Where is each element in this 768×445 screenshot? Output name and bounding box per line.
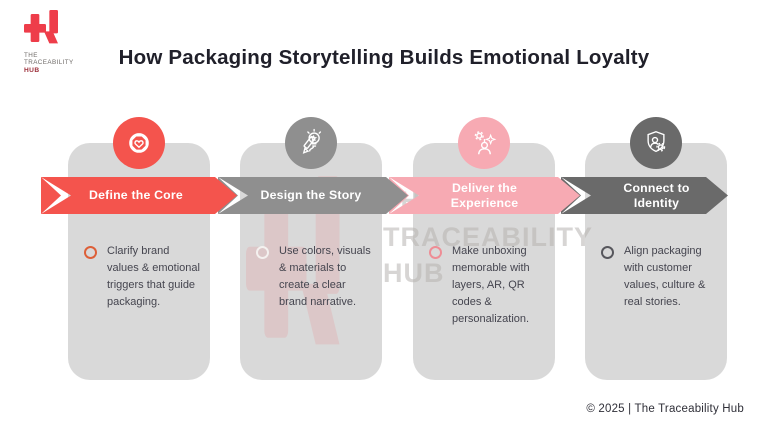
step-description: Align packaging with customer values, cu… <box>624 245 706 308</box>
shield-user-gear-icon <box>647 131 666 153</box>
step-title: Design the Story <box>260 188 362 203</box>
step-circle-3 <box>458 117 510 169</box>
step-content-3: Make unboxing memorable with layers, AR,… <box>413 0 555 445</box>
step-banner-3: Deliver the Experience <box>389 177 580 214</box>
step-description: Make unboxing memorable with layers, AR,… <box>452 245 530 325</box>
bullet-item: Use colors, visuals & materials to creat… <box>256 243 376 311</box>
step-description: Use colors, visuals & materials to creat… <box>279 245 371 308</box>
step-circle-2 <box>285 117 337 169</box>
banner-arrow-shape: Connect to Identity <box>561 177 728 214</box>
step-circle-1 <box>113 117 165 169</box>
logo-line-3: HUB <box>24 66 40 74</box>
logo-line-1: THE <box>24 52 38 59</box>
step-description: Clarify brand values & emotional trigger… <box>107 245 200 308</box>
step-title: Define the Core <box>89 188 183 203</box>
bullet-item: Clarify brand values & emotional trigger… <box>84 243 204 311</box>
step-circle-4 <box>630 117 682 169</box>
banner-arrow-shape: Define the Core <box>41 177 237 214</box>
step-content-2: Use colors, visuals & materials to creat… <box>240 0 382 445</box>
step-banner-4: Connect to Identity <box>561 177 728 214</box>
step-title: Connect to Identity <box>623 181 690 210</box>
bullet-ring <box>256 246 269 259</box>
brand-logo-text: THE TRACEABILITY HUB <box>24 52 94 74</box>
watermark-line-3: HUB <box>383 258 445 288</box>
step-banner-2: Design the Story <box>218 177 408 214</box>
bullet-ring <box>429 246 442 259</box>
logo-line-2: TRACEABILITY <box>24 59 74 67</box>
person-gear-star-icon <box>474 131 497 155</box>
watermark-line-2: TRACEABILITY <box>383 222 593 252</box>
page-title: How Packaging Storytelling Builds Emotio… <box>118 46 650 69</box>
banner-arrow-shape: Design the Story <box>218 177 408 214</box>
step-content-4: Align packaging with customer values, cu… <box>585 0 727 445</box>
bullet-ring <box>84 246 97 259</box>
traceability-hub-logo-icon <box>24 10 58 44</box>
banner-arrow-shape: Deliver the Experience <box>389 177 580 214</box>
step-banner-1: Define the Core <box>41 177 237 214</box>
bullet-ring <box>601 246 614 259</box>
bullet-item: Align packaging with customer values, cu… <box>601 243 721 311</box>
step-title: Deliver the Experience <box>450 181 519 210</box>
pencil-lightbulb-icon <box>302 128 322 154</box>
brand-logo: THE TRACEABILITY HUB <box>24 8 94 74</box>
bullet-item: Make unboxing memorable with layers, AR,… <box>429 243 549 328</box>
copyright-footer: © 2025 | The Traceability Hub <box>586 403 744 415</box>
flower-heart-icon <box>129 133 149 153</box>
step-content-1: Clarify brand values & emotional trigger… <box>68 0 210 445</box>
